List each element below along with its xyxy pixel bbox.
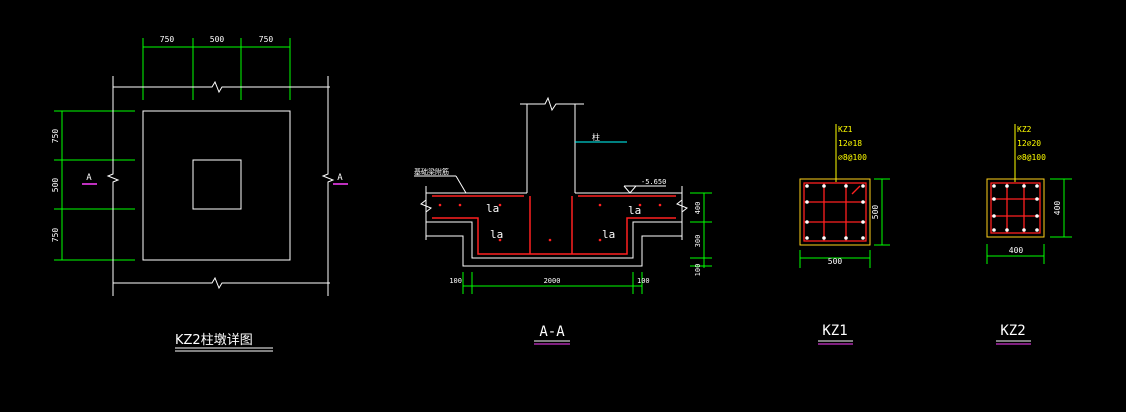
kz1-bars [805,184,865,240]
column-outline [192,159,242,210]
aa-right-dimension [690,192,712,268]
kz1-rebar-main: 12⌀18 [838,139,862,148]
aa-anchor-label-4: la [602,228,615,241]
aa-dim-bottom-2: 2000 [544,277,561,285]
plan-dim-left-2: 500 [51,178,60,193]
aa-rebar-dots [438,203,662,242]
aa-elevation-text: -5.650 [641,178,666,186]
plan-dim-top-2: 500 [210,35,225,44]
kz2-rebar-main: 12⌀20 [1017,139,1041,148]
aa-dim-bottom-3: 100 [637,277,650,285]
plan-dim-top-3: 750 [259,35,274,44]
aa-leader [414,175,467,194]
plan-title: KZ2柱墩详图 [175,333,253,348]
kz1-outline [799,178,871,246]
pier-outline [142,110,291,261]
plan-break-lines [106,76,335,296]
aa-bottom-dimension [462,272,643,294]
aa-anchor-label-2: la [628,204,641,217]
kz1-section: KZ1 12⌀18 ⌀8@100 500 500 KZ1 [799,124,890,345]
plan-view: 750 500 750 750 500 750 A A KZ2柱墩详图 [51,35,348,352]
plan-dim-left-1: 750 [51,129,60,144]
aa-title: A-A [539,324,565,340]
kz1-title: KZ1 [822,323,847,339]
kz2-title: KZ2 [1000,323,1025,339]
kz2-outline [986,178,1045,238]
kz1-stirrups [803,182,867,242]
aa-dim-right-3: 100 [694,264,702,277]
kz2-dimensions [986,178,1072,264]
plan-top-dimension [142,38,291,100]
aa-dim-right-2: 300 [694,235,702,248]
aa-column [520,96,584,193]
kz2-stirrups [990,182,1041,234]
aa-anchor-label-3: la [490,228,503,241]
plan-dim-top-1: 750 [160,35,175,44]
kz2-bars [992,184,1039,232]
aa-break-marks [420,199,688,213]
kz1-dim-width: 500 [828,257,843,266]
aa-leader-text: 基础梁附筋 [414,167,449,176]
aa-rebar [432,195,676,255]
kz2-name: KZ2 [1017,125,1032,134]
kz2-rebar-stirrup: ⌀8@100 [1017,153,1046,162]
aa-anchor-label-1: la [486,202,499,215]
kz1-name: KZ1 [838,125,853,134]
kz1-dimensions [799,178,890,268]
aa-concrete-outline [425,186,683,267]
aa-dim-bottom-1: 100 [449,277,462,285]
aa-elevation-mark [623,185,666,194]
kz1-rebar-stirrup: ⌀8@100 [838,153,867,162]
aa-column-label: 柱 [592,132,600,142]
plan-dim-left-3: 750 [51,228,60,243]
kz1-dim-height: 500 [871,205,880,220]
plan-left-dimension [54,110,135,261]
aa-dim-right-1: 400 [694,202,702,215]
section-mark-left: A [86,173,92,183]
kz2-section: KZ2 12⌀20 ⌀8@100 400 400 KZ2 [986,124,1072,345]
kz2-dim-width: 400 [1009,246,1024,255]
section-mark-right: A [337,173,343,183]
kz2-dim-height: 400 [1053,201,1062,216]
section-aa-view: 基础梁附筋 柱 -5.650 la la la la 100 2000 100 [414,96,712,345]
